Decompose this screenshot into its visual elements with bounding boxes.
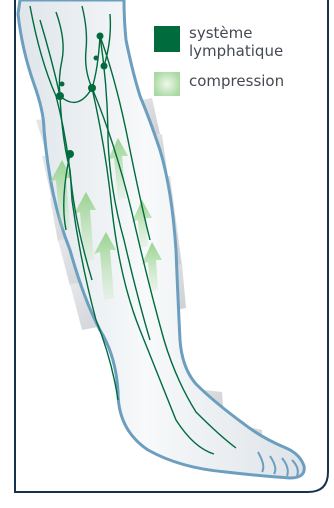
lymphatic-swatch-icon bbox=[154, 26, 180, 52]
legend: système lymphatique compression bbox=[154, 24, 284, 96]
legend-label-lymphatic-line1: système bbox=[189, 24, 283, 42]
compression-swatch-icon bbox=[154, 72, 180, 96]
legend-item-lymphatic: système lymphatique bbox=[154, 24, 284, 72]
legend-item-compression: compression bbox=[154, 72, 284, 96]
legend-label-compression: compression bbox=[189, 72, 284, 90]
legend-label-lymphatic-line2: lymphatique bbox=[189, 42, 283, 60]
